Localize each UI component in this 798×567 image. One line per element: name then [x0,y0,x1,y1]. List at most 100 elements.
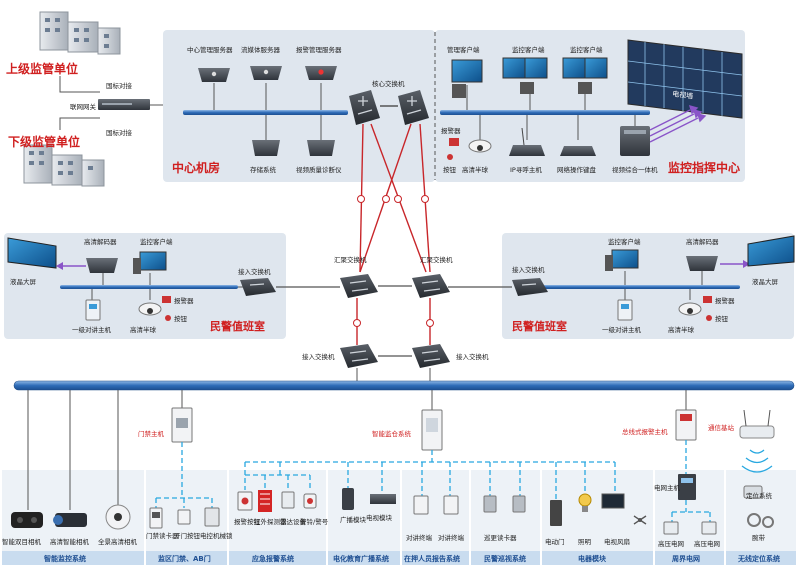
srv1-label: 中心管理服务器 [187,45,233,54]
left-decoder-label: 高清解码器 [84,237,117,246]
tv-icon [601,493,625,509]
smart-host-label: 智能监仓系统 [372,429,412,438]
talk-term2-icon [443,495,459,515]
keyboard-label: 网络操作键盘 [557,165,597,174]
left-intercom-icon [85,299,101,321]
cam-dual-label: 智能双目相机 [2,537,42,546]
smart-host-icon [421,409,443,451]
storage-icon [252,140,280,156]
core-switch-label: 核心交换机 [372,79,405,88]
core-switch-right-icon [398,90,429,125]
diagnosis-icon [307,140,335,156]
lighting-icon [578,493,592,512]
comm-base-icon [739,409,775,439]
talk-term2-label: 对讲终端 [438,533,465,542]
left-duty-title: 民警值班室 [210,319,265,333]
patrol-reader-icon [483,495,526,513]
left-access-label: 接入交换机 [238,267,271,276]
open-btn-label: 开门按钮 [174,531,201,540]
door-host-label: 门禁主机 [138,429,165,438]
dome-label: 高清半球 [462,165,489,174]
smart-distribution-lines [244,450,616,500]
bus-alarm-host-label: 总线式报警主机 [622,427,668,436]
alarm-button-bottom-icon [237,491,253,511]
integrated-machine-icon [620,126,650,156]
server-icons [198,66,337,110]
wristband-icon [747,513,774,528]
right-access-label: 接入交换机 [512,265,545,274]
hv-grid2-label: 高压电网 [694,539,720,548]
left-dome-label: 高清半球 [130,325,157,334]
mgmt-client-label: 管理客户端 [447,45,480,54]
cam-smart-label: 高清智能相机 [50,537,90,546]
gateway-label: 联网网关 [70,102,97,111]
alarm-button-icon [447,154,453,160]
right-dome-icon [678,302,702,316]
alarm-speaker-icon [449,138,459,146]
right-screen-icon [747,235,795,267]
hv-grid1-label: 高压电网 [658,539,684,548]
diag-label: 视频质量诊断仪 [296,165,342,174]
patrol-reader-label: 巡更读卡器 [484,533,517,542]
intercom-host-icon [509,127,545,156]
left-client-label: 监控客户端 [140,237,173,246]
door-distribution-lines [155,442,213,508]
talk-term1-icon [413,495,429,515]
upper-unit-label: 上级监管单位 [6,61,78,76]
client-pc-icons [451,57,608,110]
left-dome-icon [138,302,162,316]
electric-door-icon [550,500,562,526]
agg-switch-left-icon [340,274,378,298]
intercom-label: IP寻呼主机 [510,165,542,174]
srv3-label: 报警管理服务器 [296,45,342,54]
cam-pano-icon [105,504,131,530]
right-screen-label: 液晶大屏 [752,277,779,286]
radar-label: 雷达设备 [280,517,307,526]
upper-building-icon [39,11,121,55]
right-client-icon [605,249,639,271]
access-switch-right-icon [412,344,450,368]
right-alarm-label: 报警器 [715,296,735,305]
left-intercom-label: 一级对讲主机 [72,325,112,334]
lighting-label: 照明 [578,538,592,546]
left-screen-label: 液晶大屏 [10,277,37,286]
central-room-title: 中心机房 [172,160,220,175]
central-room-panel [163,30,435,182]
footer-f4: 电化教育广播系统 [333,554,389,563]
radar-icon [281,491,295,509]
tv-module-label: 电视模块 [366,513,393,522]
access-switch-left-icon [340,344,378,368]
left-alarm-icon [162,296,171,303]
bcast-module-label: 广播模块 [340,515,367,524]
left-screen-icon [7,237,57,269]
alarm-label: 报警器 [441,126,461,135]
integrated-label: 视频综合一体机 [612,165,658,174]
srv2-label: 流媒体服务器 [241,45,281,54]
footer-f3: 应急报警系统 [252,554,294,563]
left-alarm-label: 报警器 [174,296,194,305]
footer-f5: 在押人员报告系统 [404,554,460,563]
left-button-icon [165,315,171,321]
agg-left-label: 汇聚交换机 [334,255,367,264]
ir-probe-icon [258,490,272,512]
fan-icon [633,515,647,525]
right-client-label: 监控客户端 [608,237,641,246]
locate-sys-icon [743,485,763,499]
agg-switch-right-icon [412,274,450,298]
left-decoder-icon [86,258,118,273]
wall-signal-arrows [649,104,707,143]
lower-building-icon [23,144,105,187]
cam-dual-icon [11,512,43,528]
gateway-device-icon [98,99,150,110]
agg-right-label: 汇聚交换机 [420,255,453,264]
command-center-title: 监控指挥中心 [668,160,740,175]
button-label: 按钮 [443,165,457,174]
footer-f6: 民警巡视系统 [484,554,526,563]
right-access-switch-icon [512,278,548,296]
cam-smart-icon [53,513,87,527]
hv-grid-icons [663,521,717,535]
footer-bar [2,551,796,565]
left-client-icon [133,251,167,274]
access-left-label: 接入交换机 [302,352,335,361]
